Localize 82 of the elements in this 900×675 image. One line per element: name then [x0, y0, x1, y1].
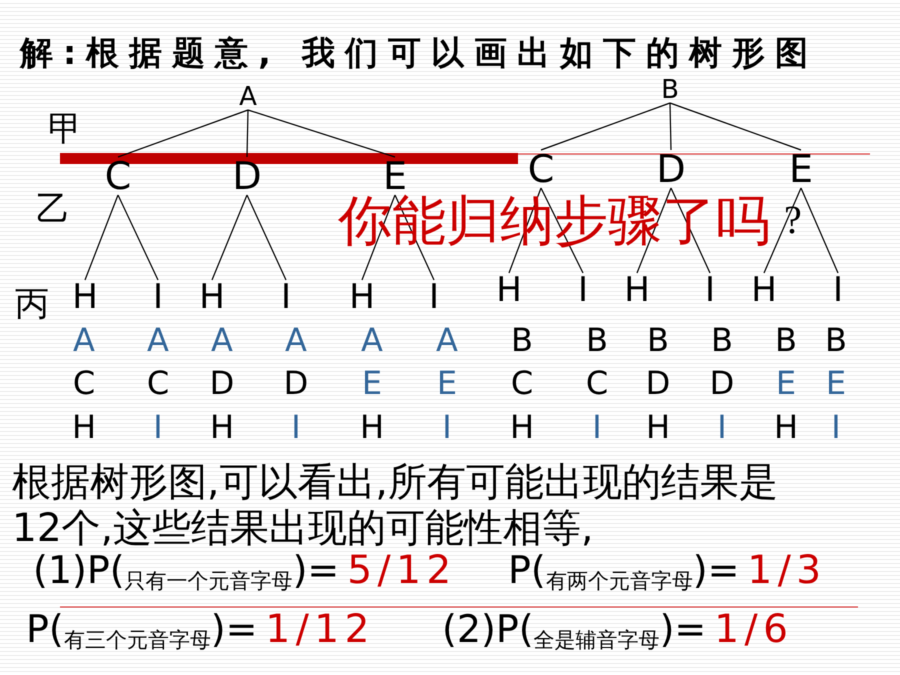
outcome-letter: A — [285, 324, 307, 356]
outcome-letter: C — [510, 367, 534, 399]
probability-formula: P($_{有三个元音字母}$)= — [26, 610, 258, 648]
outcome-letter: E — [362, 367, 382, 399]
outcome-letter: B — [775, 324, 797, 356]
level-label: 甲 — [48, 109, 82, 149]
outcome-letter: I — [291, 411, 301, 443]
probability-formula: (1)P($_{只有一个元音字母}$)= — [33, 551, 340, 589]
outcome-letter: A — [436, 324, 458, 356]
outcome-letter: H — [774, 411, 798, 443]
outcome-letter: H — [646, 411, 670, 443]
tree-branch-line — [248, 109, 396, 158]
level-label: 丙 — [15, 284, 49, 324]
outcome-letter: B — [825, 324, 847, 356]
outcome-letter: C — [72, 367, 96, 399]
tree-letter: H — [349, 280, 375, 314]
tree-letter: I — [832, 273, 844, 307]
tree-branch-line — [246, 194, 287, 280]
outcome-letter: A — [147, 324, 169, 356]
tree-letter: I — [152, 280, 164, 314]
tree-branch-line — [800, 188, 839, 274]
tree-branch-line — [84, 194, 119, 280]
tree-letter: H — [72, 280, 98, 314]
outcome-letter: D — [646, 367, 670, 399]
tree-letter: I — [704, 273, 716, 307]
outcome-letter: A — [73, 324, 95, 356]
probability-formula: P($_{有两个元音字母}$)= — [508, 551, 740, 589]
tree-branch-line — [211, 194, 248, 280]
conclusion-text: 根据树形图,可以看出,所有可能出现的结果是12个,这些结果出现的可能性相等, — [12, 460, 779, 552]
outcome-letter: B — [511, 324, 533, 356]
tree-letter: D — [656, 150, 686, 188]
tree-letter: I — [280, 280, 292, 314]
outcome-letter: E — [436, 367, 458, 399]
tree-letter: A — [239, 84, 257, 110]
tree-letter: H — [199, 280, 225, 314]
tree-letter: H — [496, 273, 522, 307]
outcome-letter: I — [153, 411, 163, 443]
tree-branch-line — [763, 188, 802, 274]
outcome-letter: C — [586, 367, 608, 399]
tree-branch-line — [118, 109, 248, 158]
outcome-letter: A — [211, 324, 233, 356]
outcome-letter: I — [831, 411, 841, 443]
tree-letter: D — [232, 157, 262, 195]
question-mark: ? — [784, 197, 802, 242]
tree-letter: C — [104, 157, 132, 195]
tree-letter: I — [428, 280, 440, 314]
tree-branch-line — [669, 102, 672, 150]
outcome-letter: A — [361, 324, 383, 356]
outcome-letter: E — [776, 367, 796, 399]
tree-branch-line — [246, 110, 249, 158]
outcome-letter: H — [510, 411, 534, 443]
tree-letter: E — [383, 157, 407, 195]
probability-value: 1/12 — [265, 610, 375, 649]
tree-letter: I — [578, 273, 588, 307]
probability-value: 1/3 — [747, 551, 827, 590]
level-label: 乙 — [36, 189, 70, 229]
title: 解:根据题意, 我们可以画出如下的树形图 — [20, 36, 818, 69]
outcome-letter: E — [826, 367, 846, 399]
outcome-letter: B — [711, 324, 733, 356]
outcome-letter: D — [210, 367, 234, 399]
tree-letter: H — [624, 273, 650, 307]
outcome-letter: H — [72, 411, 96, 443]
outcome-letter: D — [284, 367, 308, 399]
tree-letter: H — [751, 273, 777, 307]
outcome-letter: I — [442, 411, 452, 443]
tree-branch-line — [540, 102, 670, 151]
tree-branch-line — [117, 194, 159, 280]
tree-letter: E — [789, 150, 813, 188]
outcome-letter: D — [710, 367, 734, 399]
outcome-letter: C — [146, 367, 170, 399]
probability-formula: (2)P($_{全是辅音字母}$)= — [442, 610, 706, 648]
tree-letter: C — [528, 150, 554, 188]
outcome-letter: H — [360, 411, 384, 443]
probability-value: 5/12 — [347, 551, 457, 590]
tree-branch-line — [670, 102, 802, 151]
probability-value: 1/6 — [714, 610, 794, 649]
outcome-letter: I — [592, 411, 602, 443]
tree-letter: B — [661, 77, 679, 103]
outcome-letter: I — [717, 411, 727, 443]
outcome-letter: B — [647, 324, 669, 356]
outcome-letter: B — [586, 324, 608, 356]
outcome-letter: H — [210, 411, 234, 443]
